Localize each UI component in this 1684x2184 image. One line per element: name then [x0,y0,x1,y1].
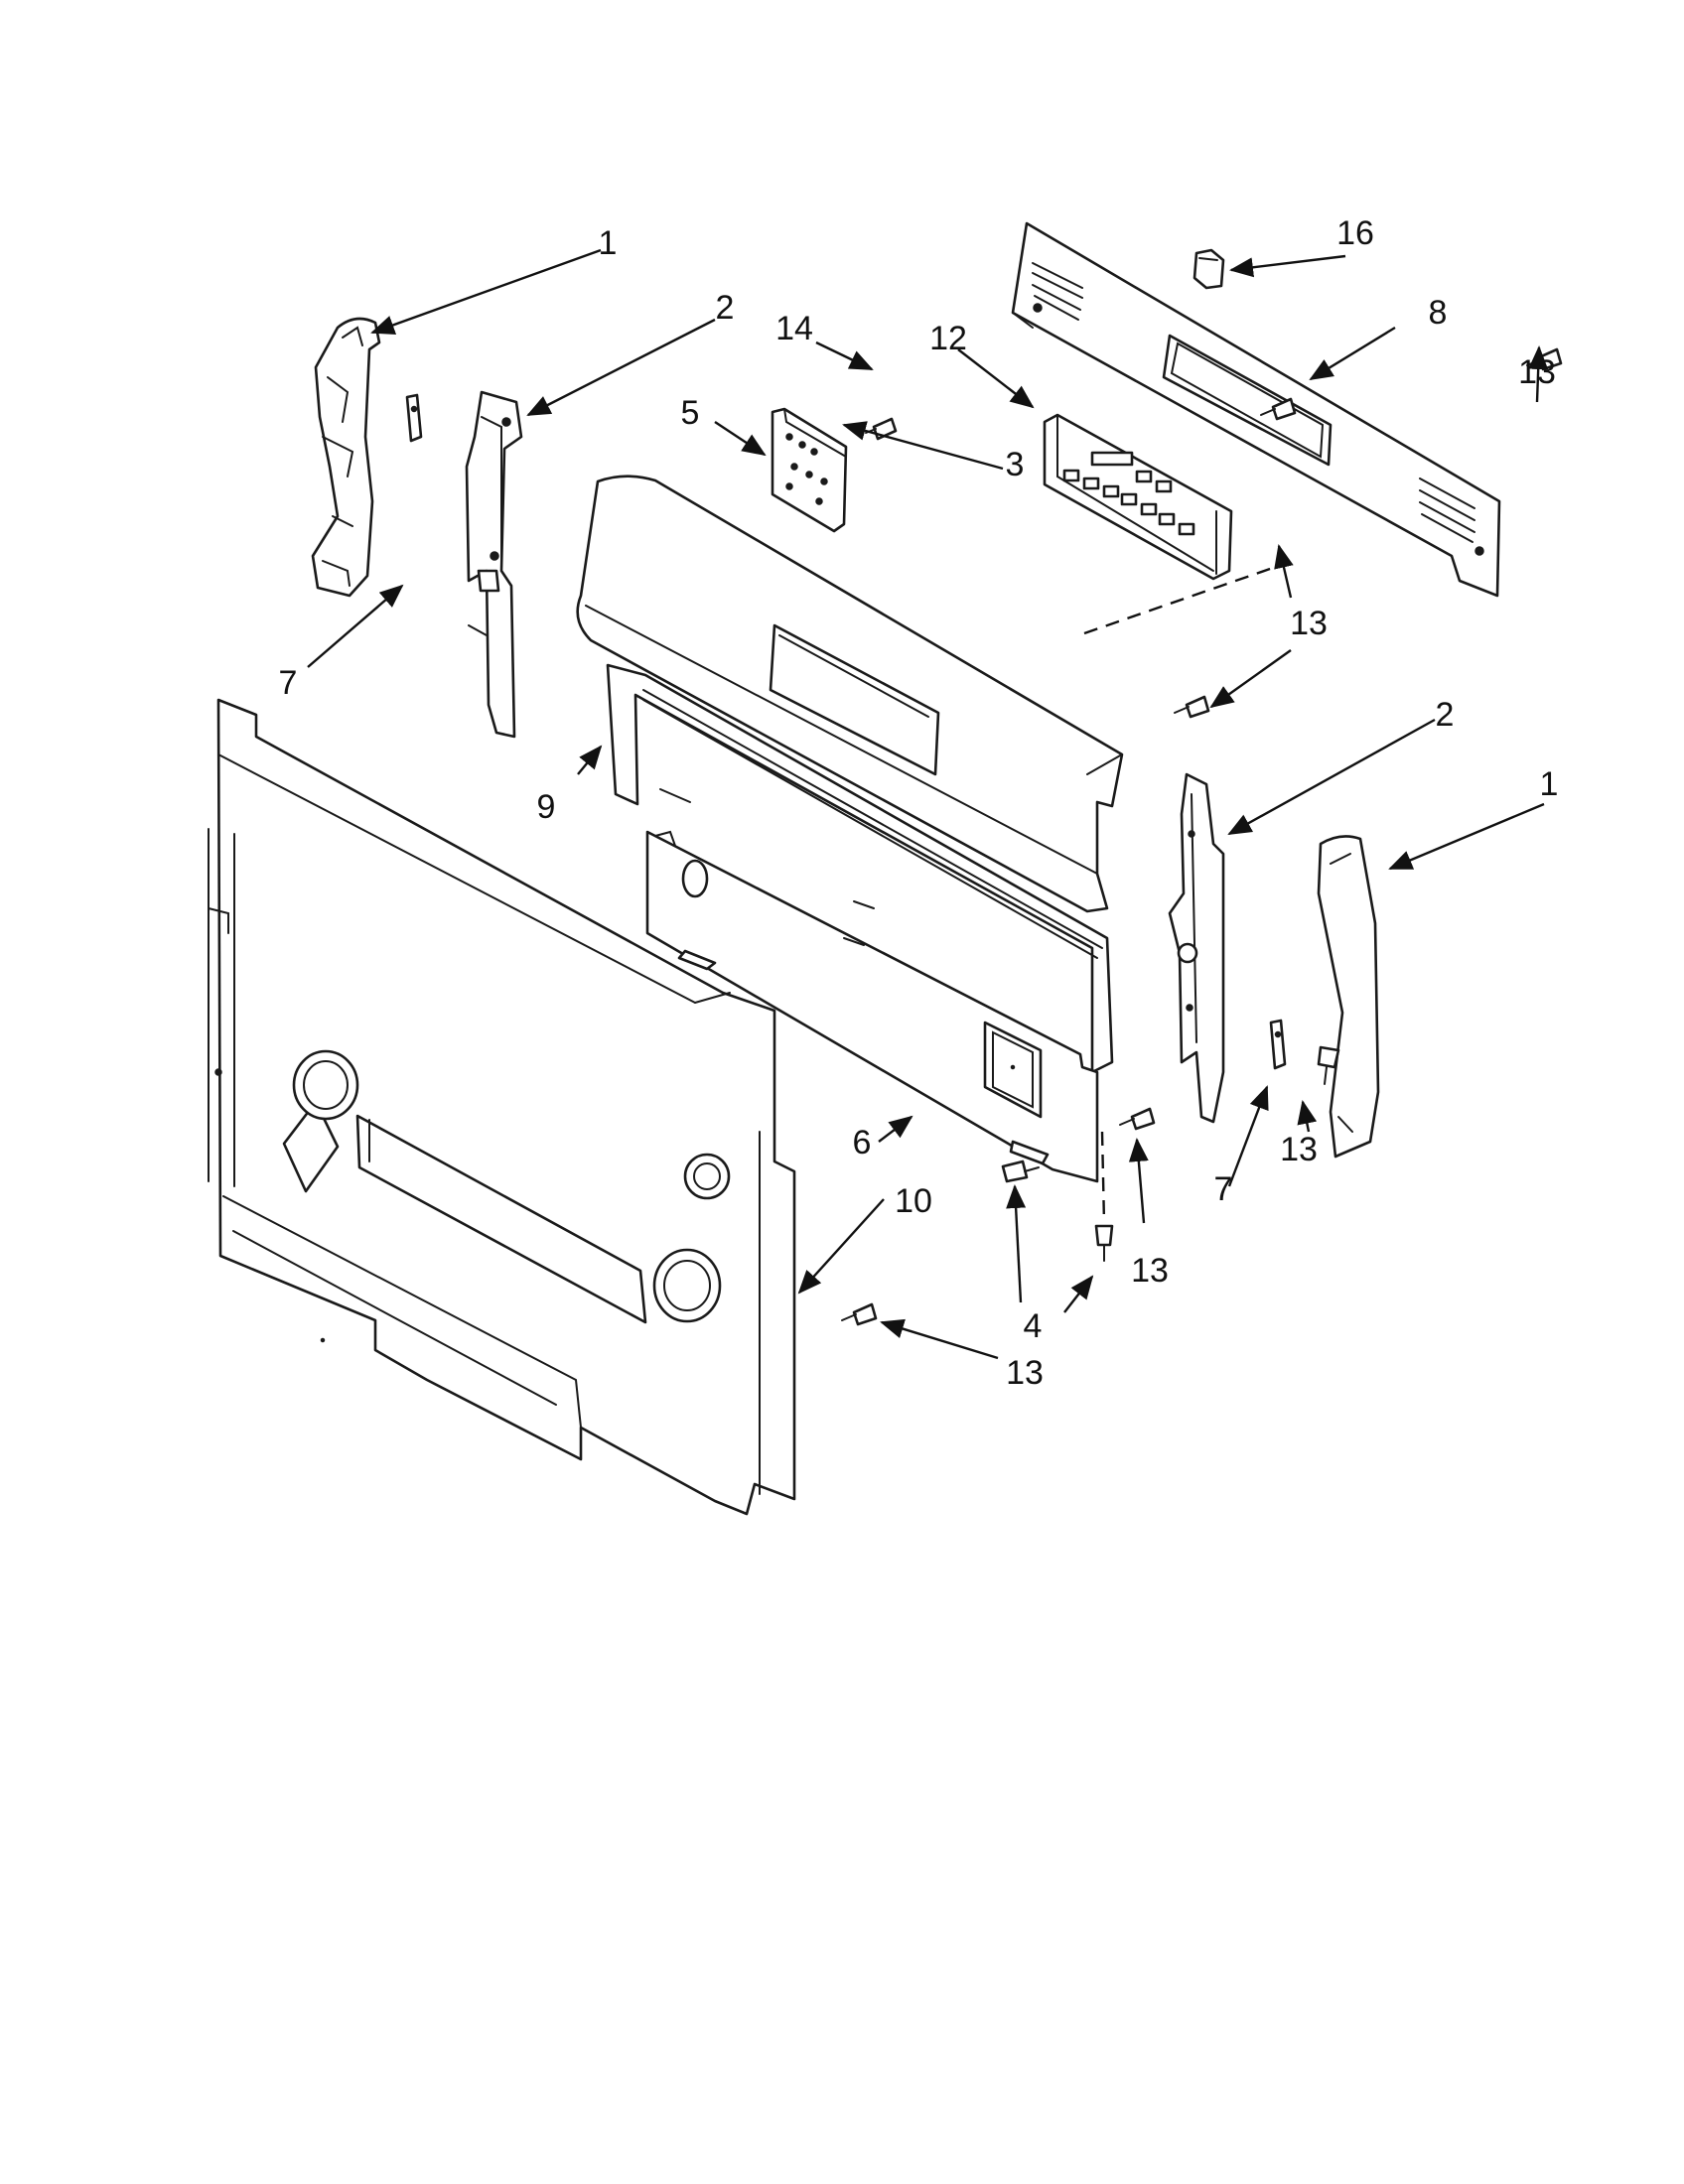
side-bracket-right-part-2 [1168,772,1225,1124]
screw-part-13-shield [1119,1107,1156,1131]
shield-part-6 [645,830,1099,1183]
board-part-5 [771,407,848,533]
callout-1-left: 1 [599,224,618,262]
callout-2-right: 2 [1436,696,1455,734]
screw-part-13-endcap [1317,1045,1340,1085]
screw-part-13-rear-panel [841,1302,878,1326]
callout-7-right: 7 [1214,1170,1233,1208]
control-housing-part-3 [576,475,1124,913]
leader-lines [307,248,1549,1360]
callout-5: 5 [681,394,700,432]
callout-3: 3 [1006,446,1025,483]
console-panel-part-8 [1011,221,1501,598]
side-bracket-left-part-2 [465,390,523,739]
bracket-part-9 [606,663,1114,1074]
callout-9: 9 [537,788,556,826]
callout-1-right: 1 [1540,765,1559,803]
clip-left-part-7 [405,393,423,443]
callout-14: 14 [775,310,813,347]
rear-panel-part-10 [208,698,796,1516]
keypad-overlay-part-12 [1043,413,1233,581]
callout-2-left: 2 [716,289,735,327]
callout-13-keypad: 13 [1290,605,1328,642]
end-cap-left-part-1 [311,317,381,598]
callout-10: 10 [895,1182,932,1220]
callout-labels: 1 1 2 2 3 4 5 6 7 7 8 9 10 12 13 13 13 1… [279,214,1559,1392]
clip-right-part-7 [1269,1019,1287,1070]
end-cap-right-part-1 [1317,835,1380,1159]
screw-part-4-left [1001,1160,1040,1183]
callout-13-shield: 13 [1131,1252,1169,1290]
callout-8: 8 [1429,294,1448,332]
callout-6: 6 [853,1124,872,1161]
callout-7-left: 7 [279,664,298,702]
screw-part-13-keypad [1260,397,1297,421]
callout-4: 4 [1024,1307,1043,1345]
clip-part-16 [1193,248,1225,290]
callout-16: 16 [1336,214,1374,252]
screw-part-13-housing [1174,695,1210,719]
screw-part-4-bottom [1094,1224,1114,1262]
callout-13-endcap: 13 [1280,1131,1318,1168]
callout-13-top-right: 13 [1518,353,1556,391]
callout-13-rear-panel: 13 [1006,1354,1044,1392]
callout-12: 12 [929,320,967,357]
